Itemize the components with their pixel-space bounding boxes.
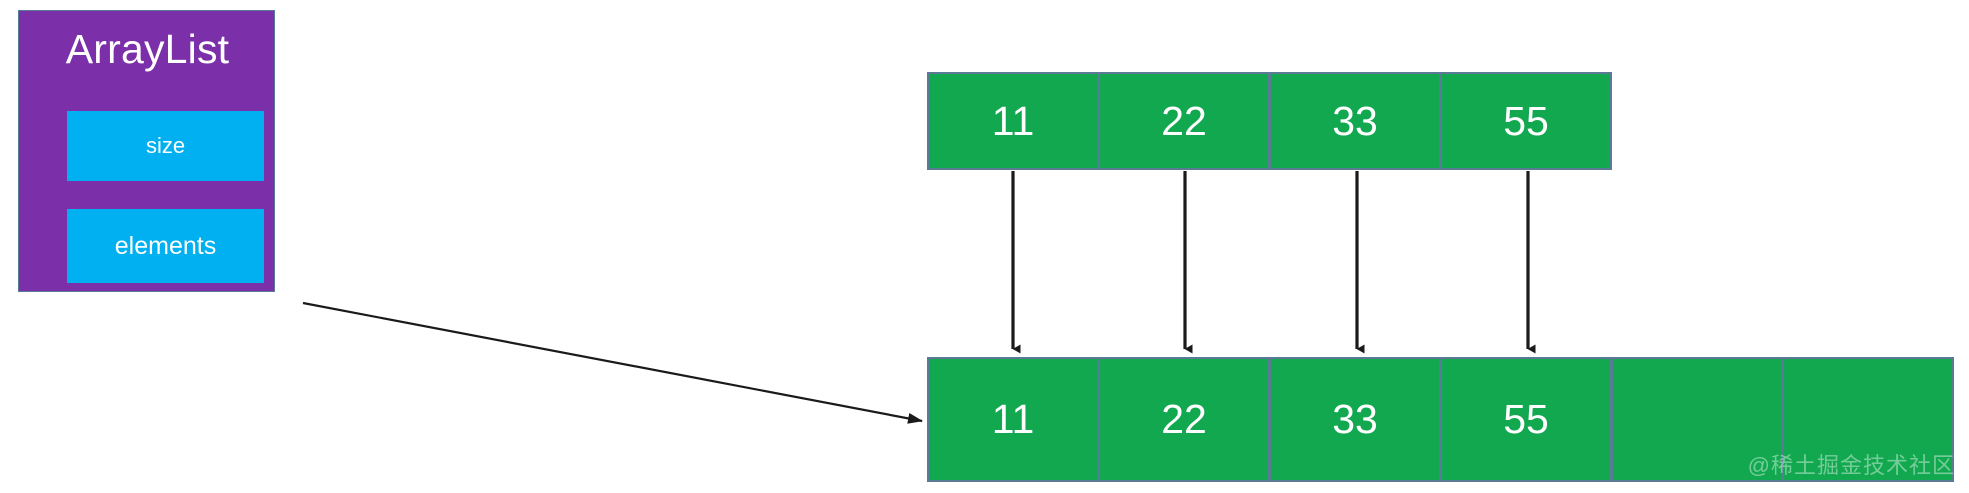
array-bottom: 11 22 33 55 <box>927 357 1954 482</box>
field-box-elements: elements <box>67 209 264 283</box>
watermark-text: @稀土掘金技术社区 <box>1747 453 1955 478</box>
array-top: 11 22 33 55 <box>927 72 1612 170</box>
array-bottom-cell-2-value: 33 <box>1332 396 1378 442</box>
array-top-cell-2: 33 <box>1269 72 1441 170</box>
arraylist-object-box: ArrayList size elements <box>18 10 275 292</box>
array-top-cell-0: 11 <box>927 72 1099 170</box>
array-bottom-cell-4 <box>1611 357 1783 482</box>
array-top-cell-1-value: 22 <box>1161 97 1207 144</box>
array-top-cell-1: 22 <box>1098 72 1270 170</box>
array-top-cell-0-value: 11 <box>991 97 1035 144</box>
array-bottom-cell-3: 55 <box>1440 357 1612 482</box>
array-top-cell-3-value: 55 <box>1503 97 1549 144</box>
array-bottom-cell-0-value: 11 <box>991 396 1035 442</box>
array-bottom-cell-3-value: 55 <box>1503 396 1549 442</box>
field-box-size: size <box>67 111 264 181</box>
array-bottom-cell-1-value: 22 <box>1161 396 1207 442</box>
field-label-elements: elements <box>114 231 217 260</box>
array-bottom-cell-2: 33 <box>1269 357 1441 482</box>
field-label-size: size <box>145 133 186 158</box>
array-top-cell-2-value: 33 <box>1332 97 1378 144</box>
elements-reference-arrow <box>302 301 923 424</box>
array-bottom-cell-0: 11 <box>927 357 1099 482</box>
array-bottom-cell-5 <box>1782 357 1954 482</box>
array-top-cell-3: 55 <box>1440 72 1612 170</box>
arraylist-class-title: ArrayList <box>65 26 230 72</box>
array-bottom-cell-1: 22 <box>1098 357 1270 482</box>
